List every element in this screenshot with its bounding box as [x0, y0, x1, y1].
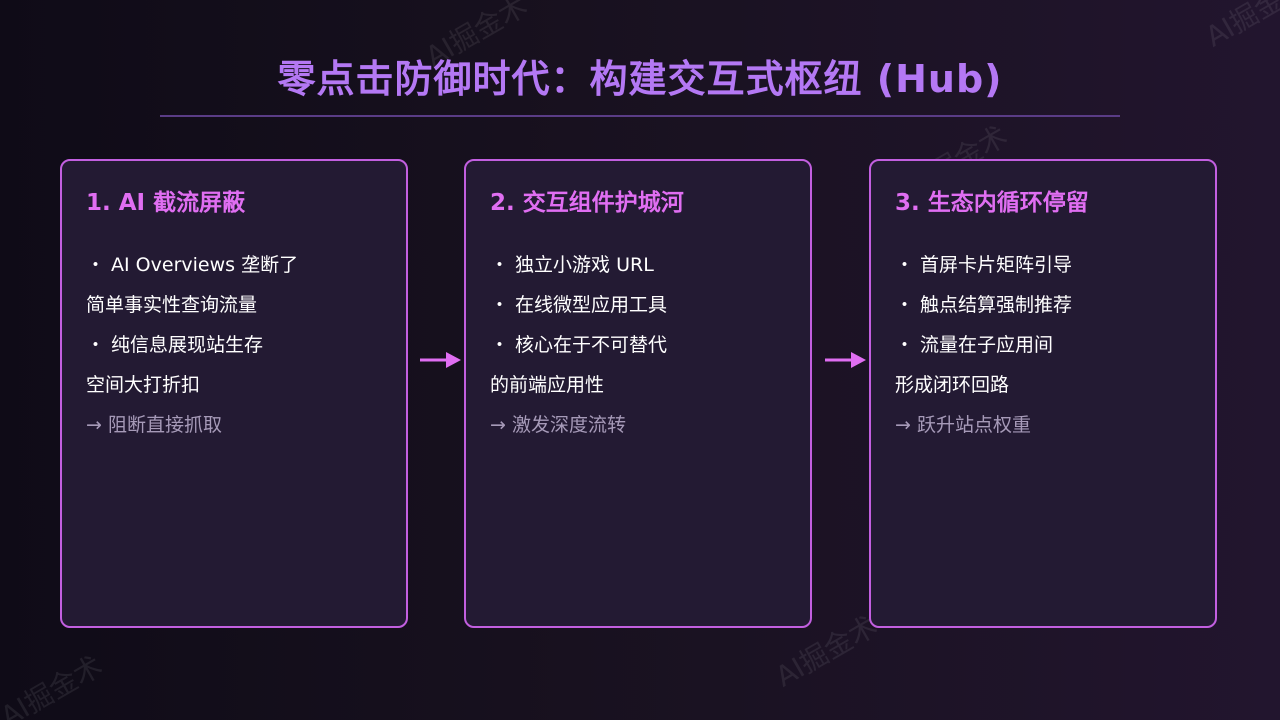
card-line: 空间大打折扣 [86, 374, 201, 396]
card-result: → 阻断直接抓取 [86, 414, 222, 436]
card-heading: 3. 生态内循环停留 [895, 190, 1089, 216]
card-line: ・ AI Overviews 垄断了 [86, 254, 299, 276]
card-line: ・ 独立小游戏 URL [490, 254, 654, 276]
card-line: ・ 在线微型应用工具 [490, 294, 668, 316]
page-title: 零点击防御时代：构建交互式枢纽 (Hub) [277, 57, 1003, 101]
card-heading: 1. AI 截流屏蔽 [86, 190, 246, 216]
card-line: ・ 流量在子应用间 [895, 334, 1054, 356]
card-heading: 2. 交互组件护城河 [490, 190, 684, 216]
watermark: AI掘金术 [0, 649, 108, 720]
card-line: ・ 核心在于不可替代 [490, 334, 668, 356]
card-ai-interception: 1. AI 截流屏蔽 ・ AI Overviews 垄断了 简单事实性查询流量 … [60, 159, 408, 628]
arrow-right-icon [825, 352, 866, 368]
card-line: 简单事实性查询流量 [86, 294, 258, 316]
arrow-right-icon [420, 352, 461, 368]
card-result: → 跃升站点权重 [895, 414, 1031, 436]
card-interactive-moat: 2. 交互组件护城河 ・ 独立小游戏 URL ・ 在线微型应用工具 ・ 核心在于… [464, 159, 812, 628]
card-line: 形成闭环回路 [895, 374, 1010, 396]
card-line: ・ 首屏卡片矩阵引导 [895, 254, 1073, 276]
card-line: 的前端应用性 [490, 374, 605, 396]
card-ecosystem-retention: 3. 生态内循环停留 ・ 首屏卡片矩阵引导 ・ 触点结算强制推荐 ・ 流量在子应… [869, 159, 1217, 628]
card-result: → 激发深度流转 [490, 414, 626, 436]
watermark: AI掘金术 [1199, 0, 1280, 54]
card-line: ・ 触点结算强制推荐 [895, 294, 1073, 316]
card-line: ・ 纯信息展现站生存 [86, 334, 264, 356]
title-divider [160, 115, 1120, 117]
